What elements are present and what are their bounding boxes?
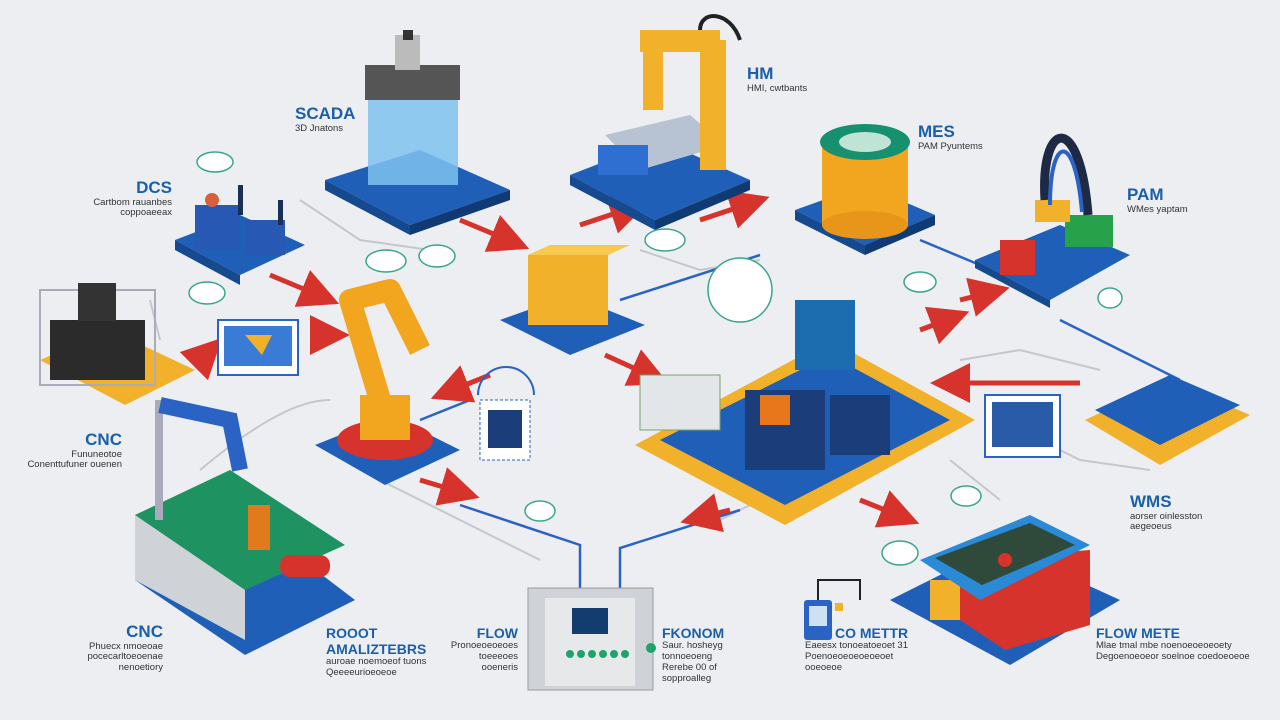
fkonom-desc: sopproalleg xyxy=(662,672,712,684)
fkonom-title: FKONOM xyxy=(662,625,725,641)
cnc-desc: Conenttufuner ouenen xyxy=(27,459,122,471)
circuit-board-station[interactable] xyxy=(984,375,1250,465)
fkonom-desc: tonnoeoeng xyxy=(662,651,713,663)
robot-title: ROOOT AMALIZTEBRS xyxy=(326,625,427,658)
flow-arrows xyxy=(179,190,1080,533)
industrial-robot-arm[interactable] xyxy=(315,279,460,485)
hm-desc: HMI, cwtbants xyxy=(747,82,808,94)
production-cell[interactable] xyxy=(635,300,975,525)
dcs-title: DCS xyxy=(136,178,172,197)
dcs-desc: coppoaeeax xyxy=(120,207,172,219)
central-controller[interactable] xyxy=(500,245,645,355)
hmi-panel[interactable] xyxy=(217,319,299,376)
enclosure-machine[interactable] xyxy=(39,283,195,405)
cnc-desc: pocecarltoeoenae xyxy=(87,651,163,663)
cnc-desc: Fununeotoe xyxy=(71,448,122,460)
flow-desc: Pronoeoeoeoes xyxy=(450,640,518,652)
dcs-desc: Cartbom rauanbes xyxy=(93,196,172,208)
flow-meter-desc: Mlae tmal mbe noenoeoeoeoety xyxy=(1096,640,1232,652)
wms-title: WMS xyxy=(1130,492,1172,511)
flow-desc: ooeneris xyxy=(481,661,518,673)
co-meter-desc: ooeoeoe xyxy=(805,661,842,673)
cnc-desc: Phuecx nmoeoae xyxy=(89,640,163,652)
flow-title: FLOW xyxy=(476,625,518,641)
co-meter-desc: Eaeesx tonoeatoeoet 31 xyxy=(805,640,909,652)
flow-desc: toeeeoes xyxy=(478,651,518,663)
cnc-title: CNC xyxy=(126,622,163,641)
flow-meter-title: FLOW METE xyxy=(1096,625,1180,641)
pam-desc: WMes yaptam xyxy=(1127,203,1188,215)
mes-title: MES xyxy=(918,122,955,141)
co-meter-device[interactable] xyxy=(804,579,861,640)
cnc-conveyor[interactable] xyxy=(135,397,355,655)
hmi-machine[interactable] xyxy=(570,14,750,230)
wms-desc: aegeoeus xyxy=(1130,521,1172,533)
cnc-desc: nenoetiory xyxy=(118,662,163,674)
co-meter-desc: Poenoeoeoeoeoeoet xyxy=(805,651,894,663)
flow-meter-desc: Degoenoeoeor soelnoe coedoeoeoe xyxy=(1096,651,1250,663)
scada-station[interactable] xyxy=(325,30,510,235)
wireless-controller[interactable] xyxy=(477,366,535,461)
scada-title: SCADA xyxy=(295,104,356,123)
mes-tank[interactable] xyxy=(795,124,935,255)
mes-desc: PAM Pyuntems xyxy=(918,140,983,152)
cnc-title: CNC xyxy=(85,430,122,449)
fkonom-desc: Rerebe 00 of xyxy=(662,661,717,673)
flow-meter-station[interactable] xyxy=(890,515,1120,665)
pam-title: PAM xyxy=(1127,185,1164,204)
dcs-unit[interactable] xyxy=(175,185,305,285)
control-cabinet[interactable] xyxy=(527,587,656,691)
status-badges xyxy=(188,151,1123,566)
fkonom-desc: Saur. hosheyg xyxy=(662,640,723,652)
robot-desc: auroae noemoeof tuons xyxy=(326,656,427,668)
pam-robot-arm[interactable] xyxy=(975,133,1130,308)
scada-desc: 3D Jnatons xyxy=(295,122,344,134)
co-meter-title: CO METTR xyxy=(835,625,909,641)
robot-desc: Qeeeeurioeoeoe xyxy=(326,667,397,679)
wms-desc: aorser oinlesston xyxy=(1130,510,1203,522)
hm-title: HM xyxy=(747,64,774,83)
